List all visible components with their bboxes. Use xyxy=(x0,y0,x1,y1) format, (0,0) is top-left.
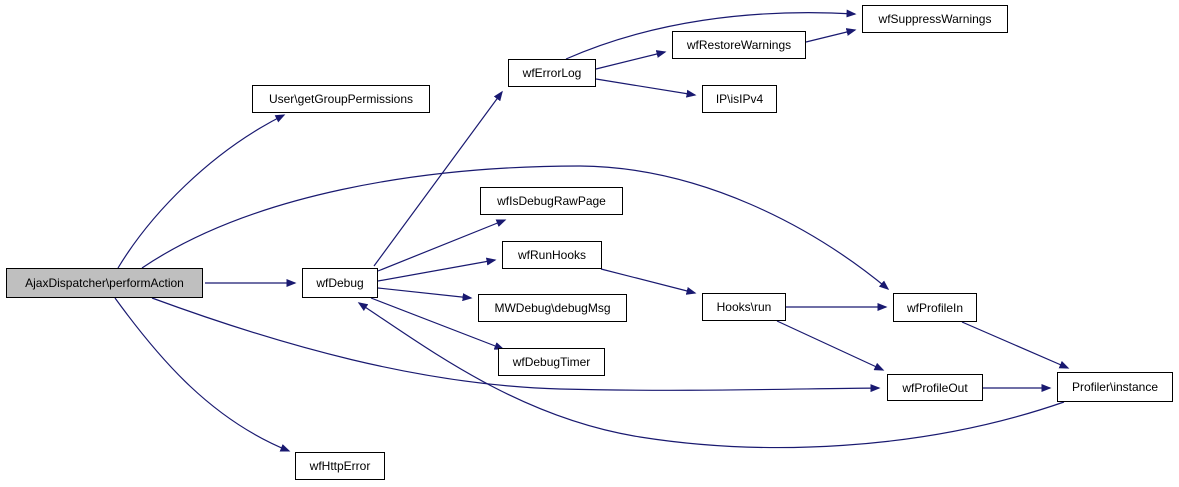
graph-node-isipv4[interactable]: IP\isIPv4 xyxy=(702,85,777,113)
graph-node-wfdebug[interactable]: wfDebug xyxy=(302,268,378,298)
graph-node-wfdebugtimer[interactable]: wfDebugTimer xyxy=(498,348,605,376)
edge-performAction-getGroupPermissions xyxy=(117,114,286,269)
edge-wfDebug-debugMsg xyxy=(377,287,473,302)
edge-wfErrorLog-wfSuppressWarnings xyxy=(565,9,857,60)
graph-node-wfprofilein[interactable]: wfProfileIn xyxy=(893,293,977,322)
graph-node-wfisdebugrawpage[interactable]: wfIsDebugRawPage xyxy=(480,187,623,215)
graph-node-profilerinstance[interactable]: Profiler\instance xyxy=(1057,372,1173,402)
edge-wfRestoreWarnings-wfSuppressWarnings xyxy=(805,28,857,43)
edge-wfDebug-wfRunHooks xyxy=(377,257,497,282)
graph-node-wfprofileout[interactable]: wfProfileOut xyxy=(887,374,983,401)
edge-wfDebug-wfIsDebugRawPage xyxy=(377,219,507,272)
edge-wfProfileIn-profilerInstance xyxy=(961,321,1070,369)
edge-wfErrorLog-isIPv4 xyxy=(595,78,697,98)
edge-performAction-wfProfileIn xyxy=(141,165,890,290)
edge-wfDebug-wfDebugTimer xyxy=(370,297,505,350)
graph-node-hooksrun[interactable]: Hooks\run xyxy=(702,293,786,321)
edge-wfDebug-wfErrorLog xyxy=(373,90,503,267)
graph-node-performaction[interactable]: AjaxDispatcher\performAction xyxy=(6,268,203,298)
edge-hooksRun-wfProfileOut xyxy=(776,320,885,371)
graph-node-wfsuppresswarnings[interactable]: wfSuppressWarnings xyxy=(862,5,1008,33)
graph-node-wfhttperror[interactable]: wfHttpError xyxy=(295,452,385,480)
edge-wfRunHooks-hooksRun xyxy=(600,268,697,295)
graph-node-wferrorlog[interactable]: wfErrorLog xyxy=(508,59,596,87)
graph-node-debugmsg[interactable]: MWDebug\debugMsg xyxy=(478,294,627,322)
graph-node-getgrouppermissions[interactable]: User\getGroupPermissions xyxy=(252,85,430,113)
edge-performAction-wfProfileOut xyxy=(151,297,881,393)
graph-node-wfrunhooks[interactable]: wfRunHooks xyxy=(502,241,602,269)
edge-wfErrorLog-wfRestoreWarnings xyxy=(595,50,667,70)
edge-profilerInstance-wfDebug xyxy=(357,302,1065,449)
edge-performAction-wfHttpError xyxy=(114,297,291,452)
graph-node-wfrestorewarnings[interactable]: wfRestoreWarnings xyxy=(672,31,806,59)
